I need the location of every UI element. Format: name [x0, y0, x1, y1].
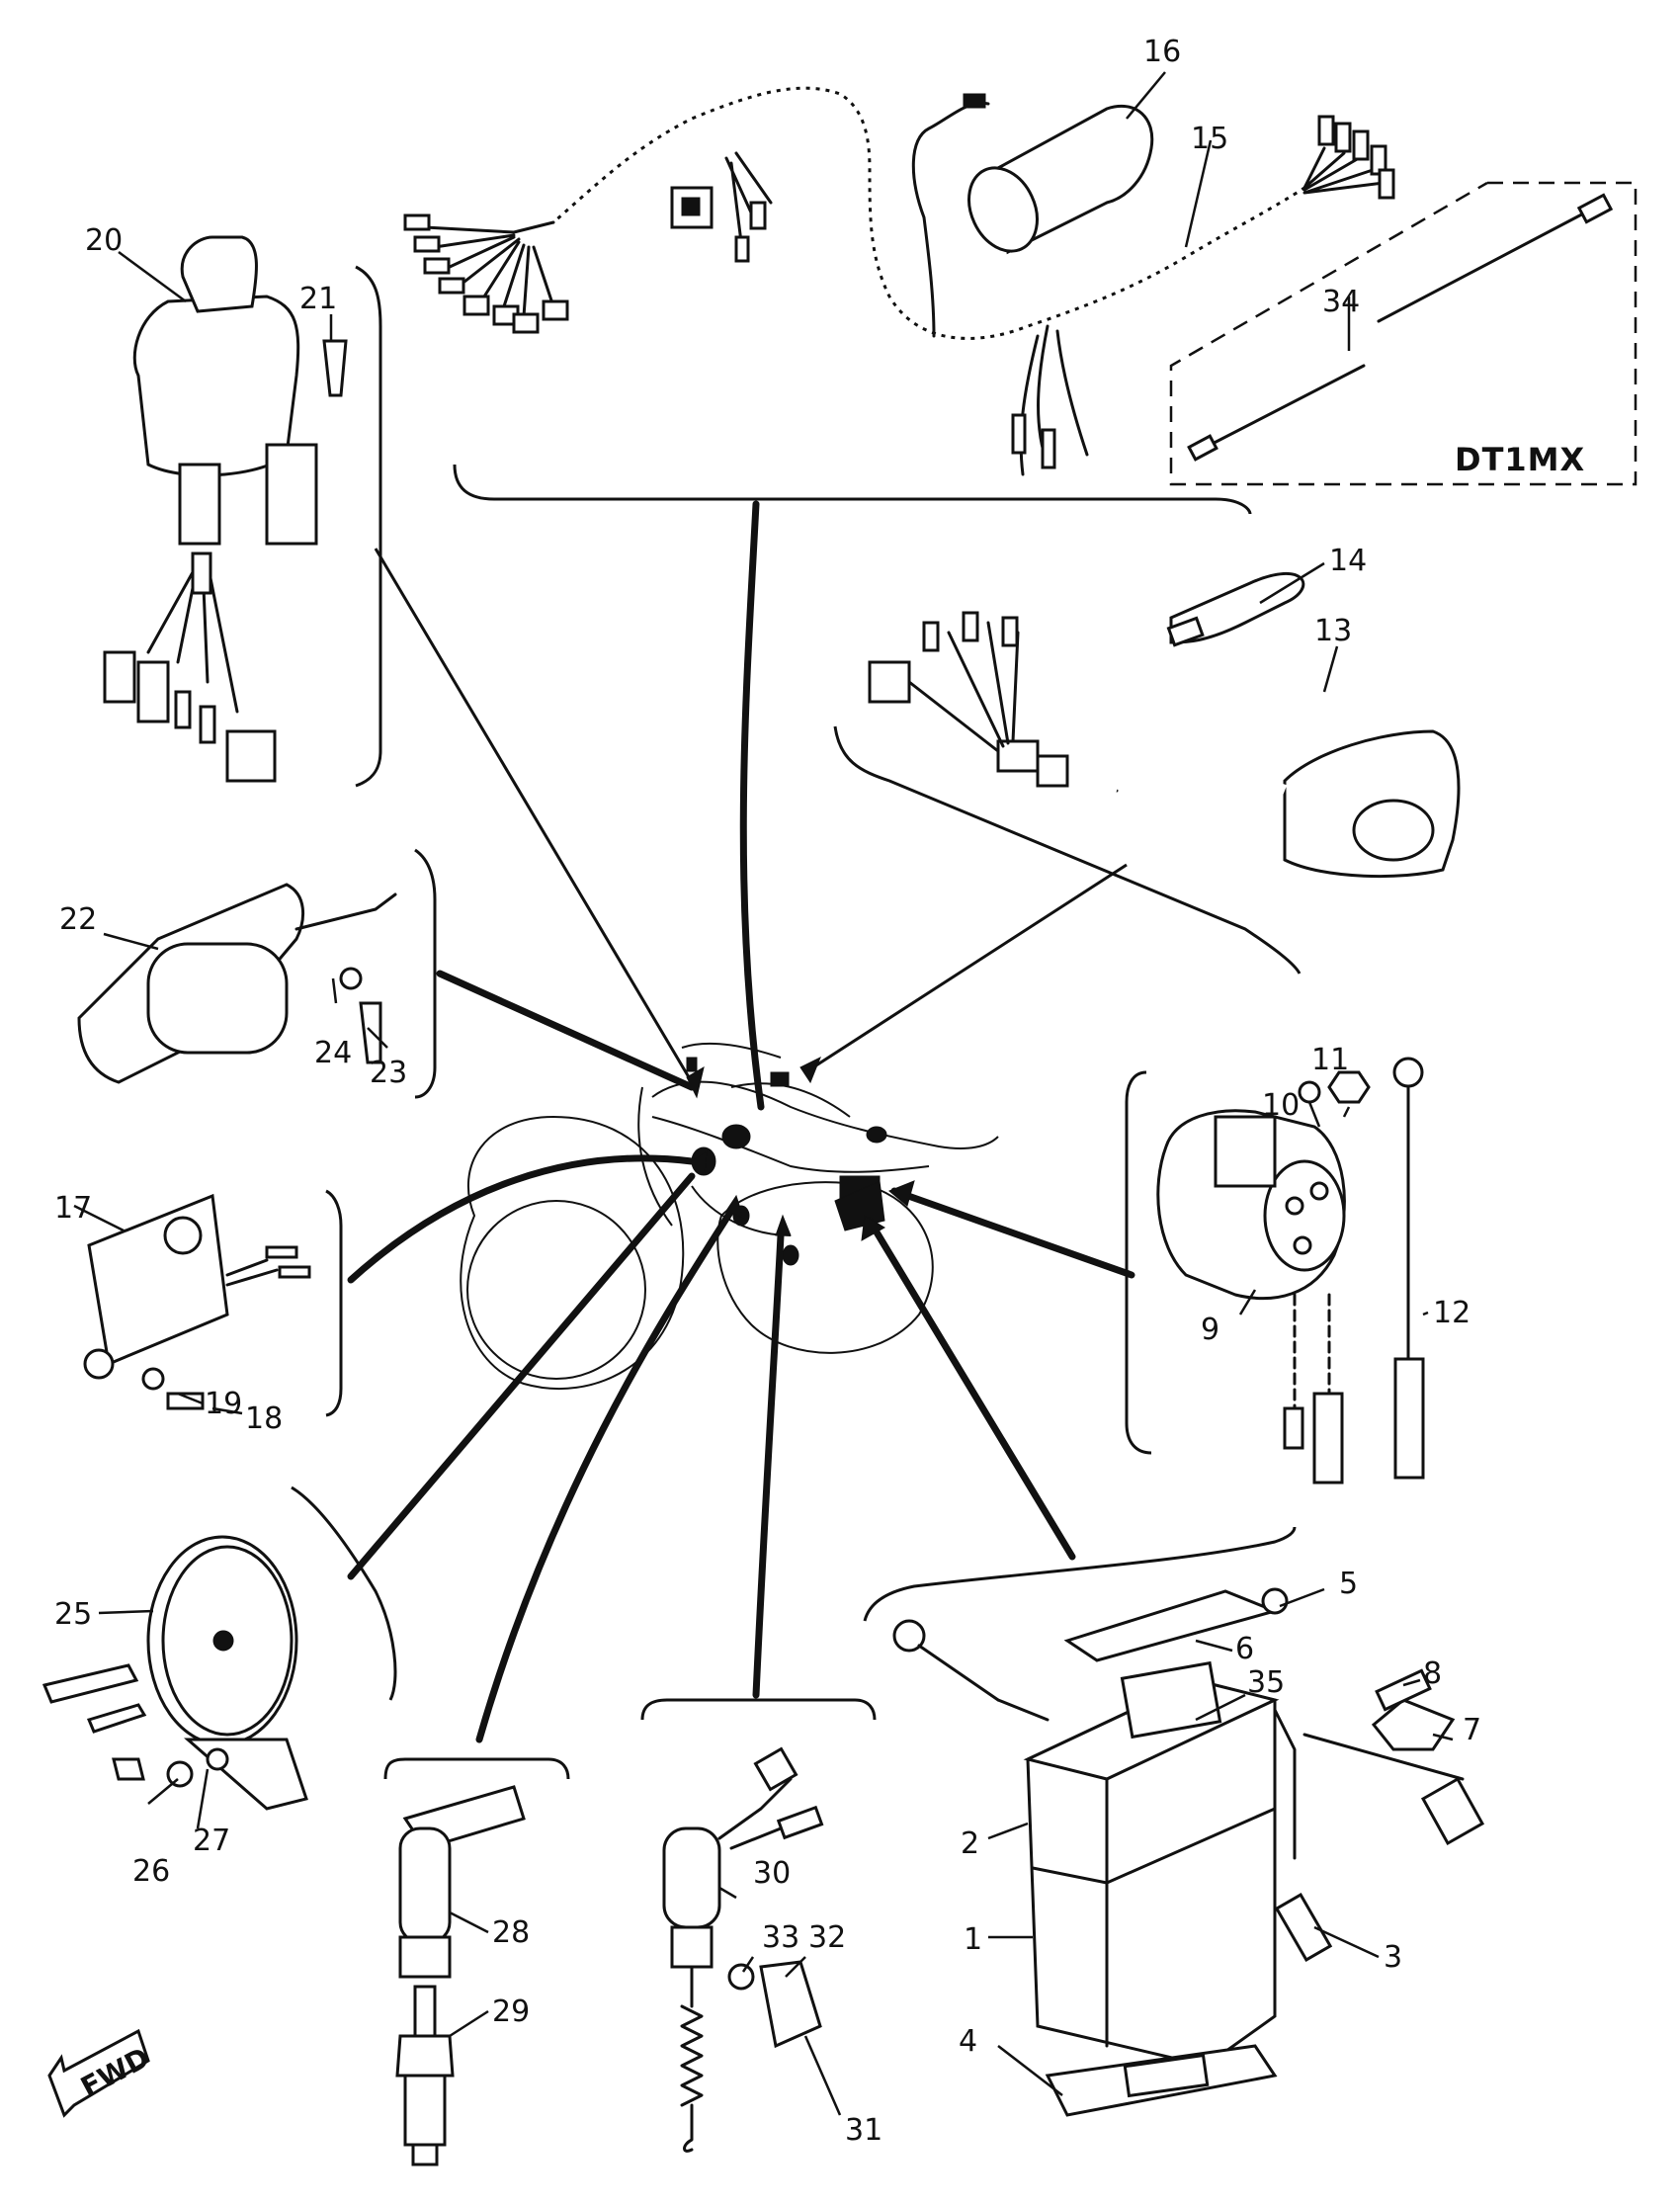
part-label-25: 25 — [54, 1597, 92, 1632]
forward-direction-arrow: FWD — [47, 2028, 155, 2118]
part-label-18: 18 — [245, 1401, 283, 1436]
boot-tube — [911, 93, 1154, 338]
spark-plug — [395, 1985, 455, 2166]
part-label-3: 3 — [1384, 1940, 1402, 1975]
part-label-24: 24 — [314, 1036, 352, 1070]
part-label-7: 7 — [1463, 1713, 1481, 1747]
part-label-15: 15 — [1191, 122, 1228, 156]
part-label-16: 16 — [1143, 35, 1181, 69]
part-label-5: 5 — [1339, 1567, 1358, 1601]
part-label-14: 14 — [1329, 544, 1367, 578]
leader-lines — [347, 500, 1135, 1743]
dt1mx-option-box — [1169, 181, 1638, 486]
part-label-23: 23 — [370, 1056, 407, 1090]
battery-assembly — [892, 1587, 1485, 2117]
horn — [42, 1535, 308, 1811]
part-label-2: 2 — [961, 1826, 979, 1861]
part-label-27: 27 — [193, 1824, 230, 1858]
spark-plug-cap — [398, 1785, 526, 1979]
part-label-31: 31 — [845, 2113, 882, 2148]
part-label-30: 30 — [753, 1856, 791, 1891]
model-label: DT1MX — [1455, 441, 1585, 478]
part-label-29: 29 — [492, 1995, 530, 2029]
part-label-32: 32 — [808, 1920, 846, 1955]
main-wire-harness — [403, 80, 1395, 476]
part-label-34: 34 — [1322, 285, 1360, 319]
part-label-33: 33 — [762, 1920, 799, 1955]
part-label-9: 9 — [1201, 1313, 1219, 1347]
condenser-bracket — [83, 1193, 311, 1410]
part-labels: 20 21 16 15 34 DT1MX 14 13 22 24 23 11 1… — [54, 35, 1585, 2148]
motorcycle-outline — [460, 1042, 999, 1390]
part-label-10: 10 — [1262, 1088, 1300, 1123]
part-label-28: 28 — [492, 1915, 530, 1950]
handlebar-switch — [868, 571, 1461, 879]
part-label-12: 12 — [1433, 1296, 1470, 1330]
ignition-coil — [77, 883, 397, 1084]
rectifier-unit — [1156, 1057, 1425, 1485]
part-label-13: 13 — [1314, 614, 1352, 648]
part-label-20: 20 — [85, 223, 123, 258]
part-label-8: 8 — [1423, 1656, 1442, 1691]
part-label-6: 6 — [1235, 1632, 1254, 1666]
part-label-21: 21 — [299, 282, 337, 316]
part-label-22: 22 — [59, 902, 97, 937]
part-label-1: 1 — [964, 1922, 982, 1957]
group-brackets — [291, 265, 1302, 1780]
arrowheads — [686, 1056, 915, 1241]
part-label-35: 35 — [1247, 1665, 1285, 1700]
main-switch — [103, 235, 318, 783]
part-label-17: 17 — [54, 1191, 92, 1226]
screw-21 — [322, 339, 348, 397]
bike-component-markers — [686, 1057, 887, 1266]
callout-lines — [73, 71, 1454, 2116]
part-label-19: 19 — [205, 1387, 242, 1421]
part-label-11: 11 — [1311, 1043, 1349, 1077]
part-label-4: 4 — [959, 2024, 977, 2059]
part-label-26: 26 — [132, 1854, 170, 1889]
neutral-switch — [662, 1746, 824, 2153]
